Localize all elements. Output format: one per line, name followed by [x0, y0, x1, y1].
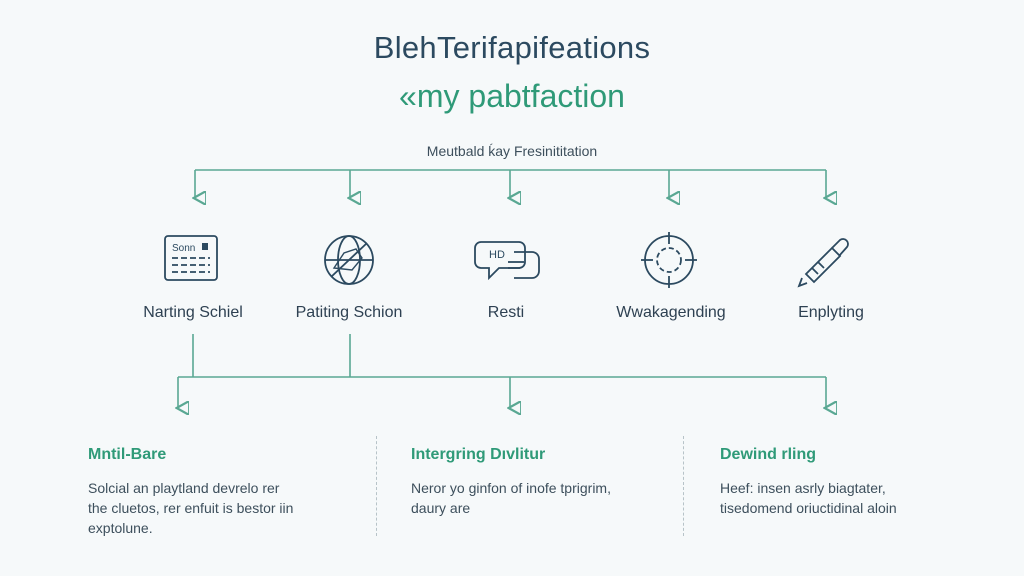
top-connector: [195, 169, 826, 198]
column-body-line: Heef: insen asrly biagtater,: [720, 480, 886, 496]
column-body-line: exptolune.: [88, 520, 153, 536]
column-divider: [683, 436, 684, 536]
column-body-1: Solcial an playtland devrelo rer the clu…: [88, 478, 338, 538]
column-body-2: Neror yo ginfon of inofe tprigrim, daury…: [411, 478, 661, 518]
column-body-line: tisedomend oriuctidinal aloin: [720, 500, 897, 516]
node-label-3: Resti: [487, 304, 525, 321]
column-body-3: Heef: insen asrly biagtater, tisedomend …: [720, 478, 970, 518]
column-body-line: the cluetos, rer enfuit is bestor iin: [88, 500, 294, 516]
node-label-4: Wwakagending: [616, 304, 726, 321]
node-label-2: Patiting Schion: [295, 304, 403, 321]
diagram-title-line2: «my pabtfaction: [399, 78, 625, 114]
node-label-1: Narting Schiel: [143, 304, 243, 321]
svg-text:HD: HD: [489, 249, 505, 261]
column-heading-3: Dewind rling: [720, 446, 816, 463]
node-label-5: Enplyting: [798, 304, 864, 321]
svg-text:Sonn: Sonn: [172, 243, 195, 254]
table-document-icon: Sonn: [164, 235, 218, 281]
wrench-tool-icon: [797, 238, 849, 288]
diagram-title: BlehTerifapifeations: [373, 30, 651, 65]
column-body-line: Neror yo ginfon of inofe tprigrim,: [411, 480, 611, 496]
diagram-subtitle: Meutbald ḱay Fresinititation: [426, 143, 598, 159]
chat-bubble-icon: HD: [474, 241, 540, 281]
target-icon: [641, 232, 697, 288]
column-body-line: Solcial an playtland devrelo rer: [88, 480, 280, 496]
column-divider: [376, 436, 377, 536]
crossed-globe-icon: [324, 235, 374, 285]
column-heading-1: Mntil-Bare: [88, 446, 167, 463]
column-heading-2: Intergring Dıvlitur: [411, 446, 546, 463]
bottom-connector: [178, 334, 826, 408]
column-body-line: daury are: [411, 500, 471, 516]
